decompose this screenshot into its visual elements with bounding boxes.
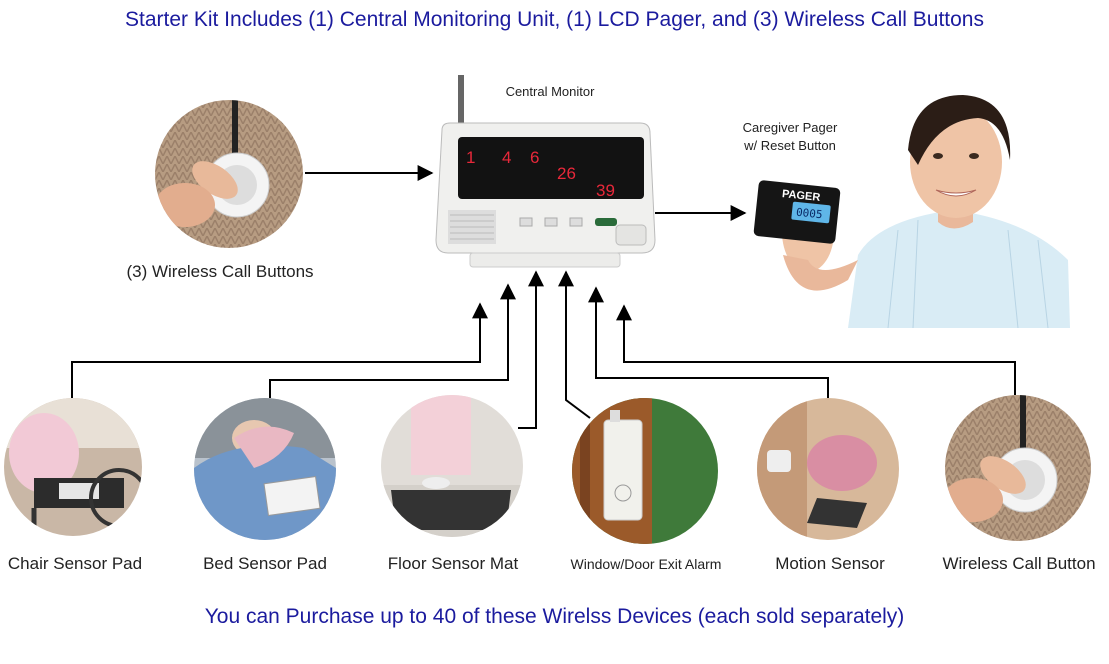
central-monitor-label: Central Monitor xyxy=(505,84,595,99)
footer-note: You can Purchase up to 40 of these Wirel… xyxy=(204,605,905,628)
pager-label-line1: Caregiver Pager xyxy=(742,120,838,135)
central-monitor-device xyxy=(435,75,656,268)
monitor-display-number: 1 xyxy=(466,148,476,167)
chair-sensor-photo xyxy=(4,398,142,536)
pager-screen-value: 0005 xyxy=(795,205,824,222)
device-label-window-door: Window/Door Exit Alarm xyxy=(570,556,722,572)
wireless-call-button-photo xyxy=(945,395,1091,541)
device-label-bed: Bed Sensor Pad xyxy=(203,554,327,573)
motion-sensor-photo xyxy=(757,398,899,540)
pager-label-line2: w/ Reset Button xyxy=(744,138,836,153)
call-button-photo xyxy=(155,100,303,248)
caregiver-photo xyxy=(782,95,1070,328)
device-label-call-button: Wireless Call Button xyxy=(942,554,1096,573)
bed-sensor-photo xyxy=(194,398,336,540)
pager-device xyxy=(753,180,841,244)
monitor-display-number: 6 xyxy=(530,148,540,167)
call-buttons-label: (3) Wireless Call Buttons xyxy=(126,262,314,281)
floor-sensor-photo xyxy=(381,395,523,537)
monitor-display-number: 26 xyxy=(557,164,576,183)
window-door-alarm-photo xyxy=(572,398,718,544)
device-label-floor: Floor Sensor Mat xyxy=(387,554,519,573)
monitor-display-number: 39 xyxy=(596,181,615,200)
device-label-motion: Motion Sensor xyxy=(775,554,885,573)
monitor-display-number: 4 xyxy=(502,148,512,167)
device-label-chair: Chair Sensor Pad xyxy=(7,554,143,573)
page-title: Starter Kit Includes (1) Central Monitor… xyxy=(124,8,984,31)
